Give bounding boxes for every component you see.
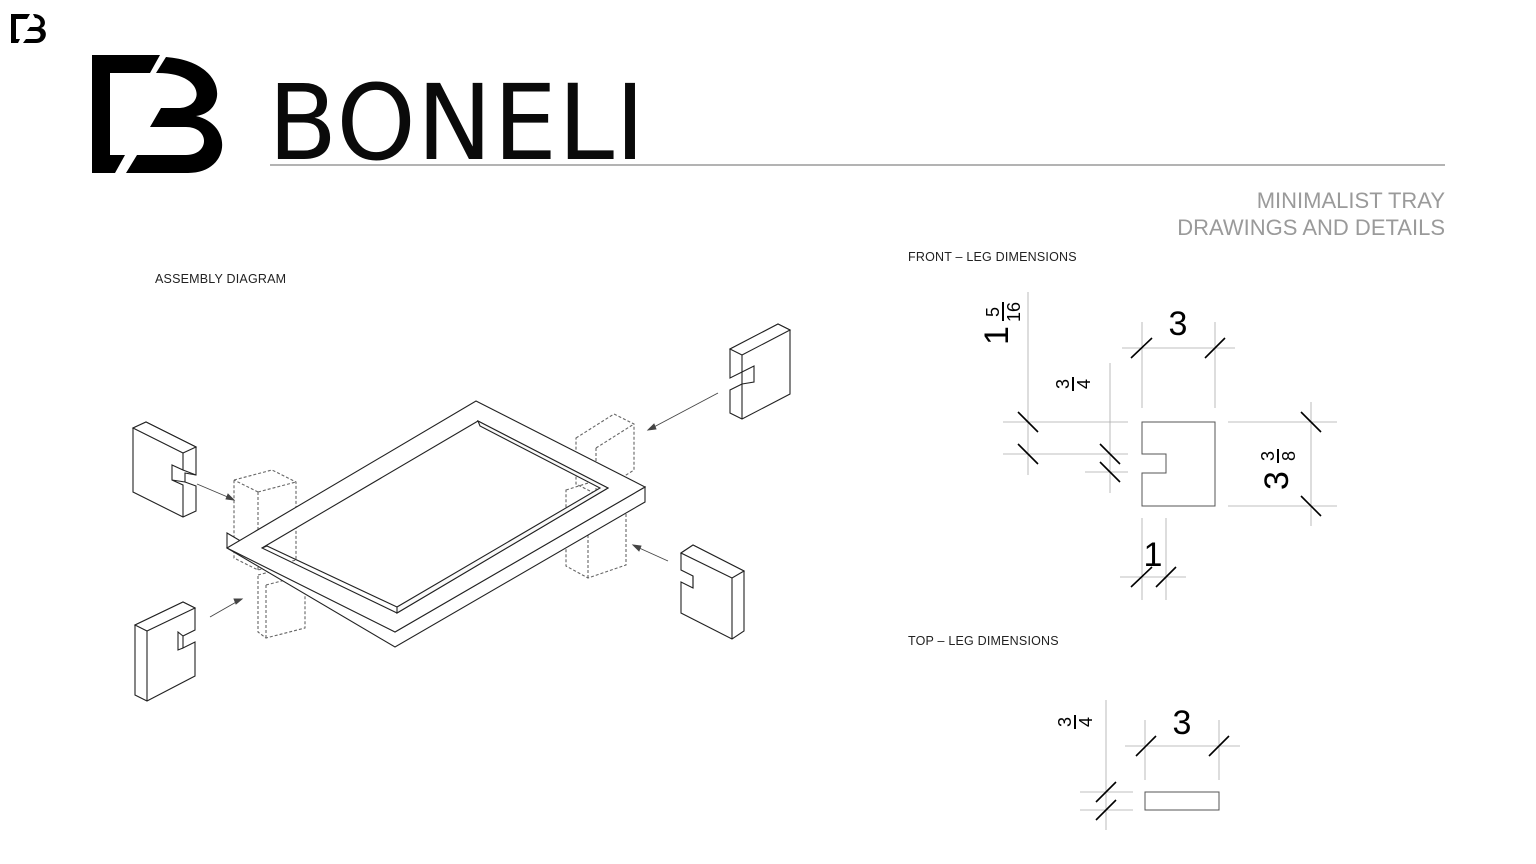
assembly-diagram-label: ASSEMBLY DIAGRAM: [155, 272, 287, 286]
document-title: MINIMALIST TRAY DRAWINGS AND DETAILS: [1177, 187, 1445, 241]
assembly-diagram: [131, 323, 792, 702]
leg-piece: [728, 323, 792, 420]
svg-text:8: 8: [1279, 451, 1299, 461]
leg-piece: [131, 421, 198, 518]
top-leg-drawing: 3 3 4: [1055, 700, 1240, 830]
leg-top-profile: [1144, 791, 1220, 811]
dim-width: 3: [1169, 305, 1188, 343]
svg-text:16: 16: [1004, 302, 1024, 322]
title-line-2: DRAWINGS AND DETAILS: [1177, 215, 1445, 240]
svg-text:4: 4: [1076, 717, 1096, 727]
dim-top-width: 3: [1173, 704, 1192, 742]
assembly-arrows: [196, 392, 719, 618]
dim-notch-height: 3 4: [1053, 377, 1094, 391]
header-divider: [270, 164, 1445, 166]
dim-notch-depth: 1: [1144, 536, 1163, 574]
svg-text:3: 3: [1258, 451, 1278, 461]
front-leg-drawing: 3 1 1 5 16 3 4 3 3 8: [978, 292, 1337, 600]
top-dimensions-label: TOP – LEG DIMENSIONS: [908, 634, 1059, 648]
svg-text:4: 4: [1074, 379, 1094, 389]
svg-text:3: 3: [1053, 379, 1073, 389]
dim-overall-height: 1 5 16: [978, 302, 1024, 345]
small-logo-icon: [11, 14, 46, 43]
brand-name: BONELI: [268, 62, 646, 184]
dim-top-thickness: 3 4: [1055, 715, 1096, 729]
leg-piece: [133, 601, 197, 702]
svg-text:3: 3: [1258, 471, 1296, 490]
leg-piece: [679, 544, 746, 640]
leg-profile: [1141, 421, 1216, 507]
title-line-1: MINIMALIST TRAY: [1256, 188, 1445, 213]
boneli-logo-icon: [92, 55, 223, 173]
svg-text:1: 1: [978, 326, 1016, 345]
dim-height: 3 3 8: [1258, 449, 1299, 490]
svg-text:5: 5: [983, 307, 1003, 317]
front-dimensions-label: FRONT – LEG DIMENSIONS: [908, 250, 1077, 264]
tray-top: [225, 400, 647, 633]
svg-text:3: 3: [1055, 717, 1075, 727]
